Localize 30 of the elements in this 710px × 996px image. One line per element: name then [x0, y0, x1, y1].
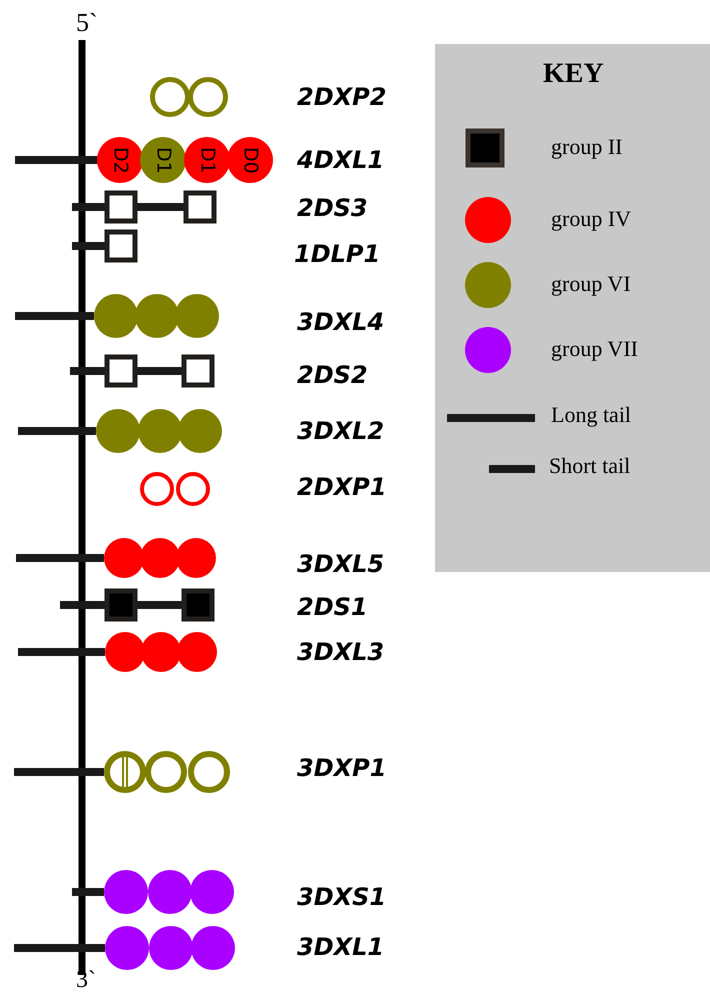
- domain-label: D0: [240, 146, 260, 174]
- legend-label: Short tail: [549, 455, 630, 477]
- domain-circle: [97, 137, 143, 183]
- legend-label: group II: [551, 136, 622, 158]
- legend-label: group VII: [551, 338, 638, 360]
- gene-name: 3DXL5: [297, 552, 384, 576]
- gene-name: 1DLP1: [294, 242, 380, 266]
- gene-name: 2DS2: [297, 363, 368, 387]
- domain-label: D1: [198, 146, 216, 174]
- gene-name: 3DXL2: [297, 419, 384, 443]
- legend-label: group VI: [551, 273, 631, 295]
- gene-name: 3DXL4: [297, 310, 384, 334]
- domain-circle: [140, 137, 186, 183]
- strand-end-label: 5`: [76, 10, 98, 36]
- gene-name: 4DXL1: [297, 148, 384, 172]
- gene-name: 3DXP1: [297, 756, 386, 780]
- legend-label: Long tail: [551, 404, 632, 426]
- gene-name: 3DXL3: [297, 640, 384, 664]
- gene-name: 2DS3: [297, 196, 368, 220]
- domain-label: D1: [154, 146, 172, 174]
- key-title: KEY: [543, 60, 604, 88]
- legend-label: group IV: [551, 208, 632, 230]
- domain-label: D2: [110, 146, 130, 174]
- gene-name: 3DXS1: [297, 885, 386, 909]
- domain-circle: [184, 137, 230, 183]
- domain-circle: [227, 137, 273, 183]
- gene-name: 3DXL1: [297, 935, 384, 959]
- gene-name: 2DXP1: [297, 475, 386, 499]
- gene-name: 2DXP2: [297, 85, 386, 109]
- gene-name: 2DS1: [297, 595, 368, 619]
